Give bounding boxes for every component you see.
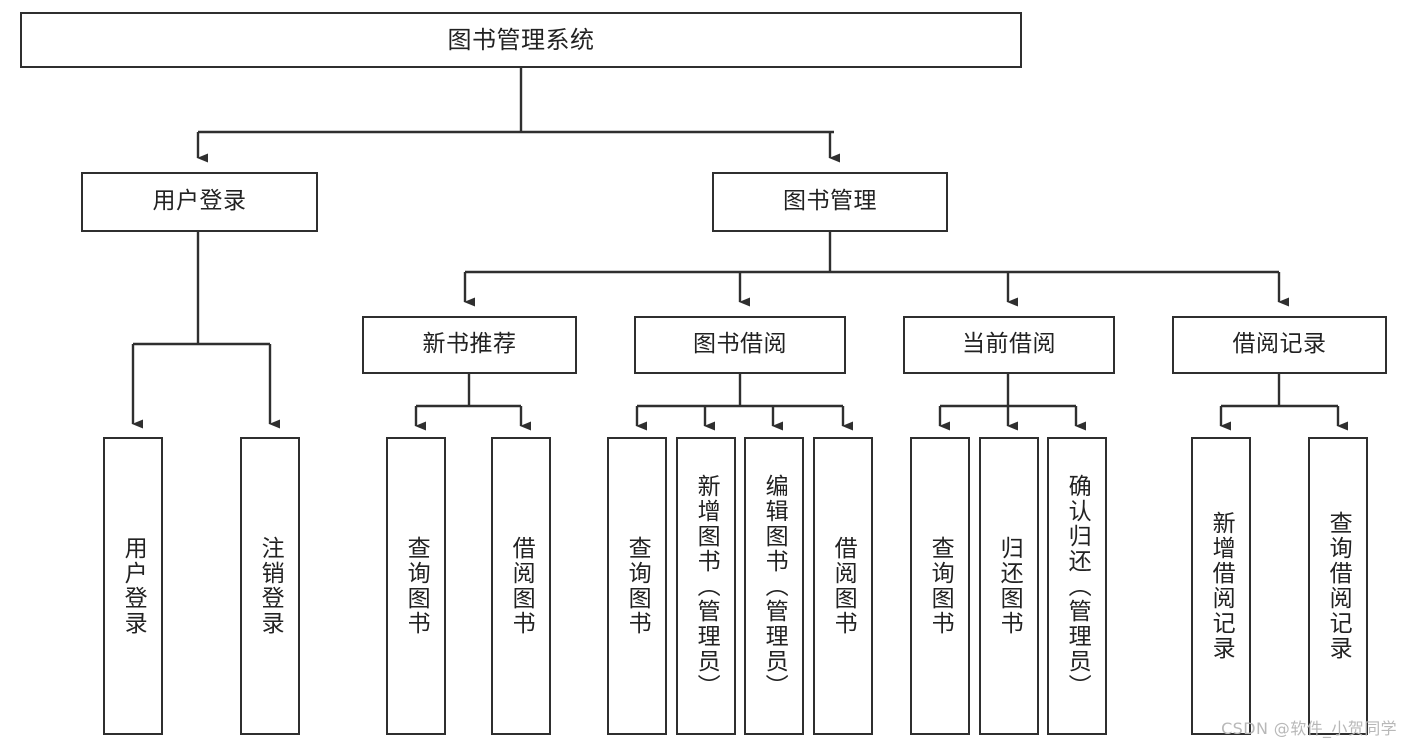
node-current-borrow[interactable]: 当前借阅 xyxy=(903,316,1115,374)
leaf-query-book-recommend[interactable]: 查询图书 xyxy=(386,437,446,735)
node-user-login[interactable]: 用户登录 xyxy=(81,172,318,232)
leaf-add-borrow-record[interactable]: 新增借阅记录 xyxy=(1191,437,1251,735)
node-label: 归还图书 xyxy=(996,536,1023,636)
node-label: 查询图书 xyxy=(403,536,430,636)
node-label: 新书推荐 xyxy=(422,331,517,358)
node-new-book-recommend[interactable]: 新书推荐 xyxy=(362,316,577,374)
node-label: 查询借阅记录 xyxy=(1325,511,1352,661)
leaf-borrow-book-recommend[interactable]: 借阅图书 xyxy=(491,437,551,735)
node-label: 查询图书 xyxy=(624,536,651,636)
node-label: 当前借阅 xyxy=(962,331,1056,358)
leaf-add-book-admin[interactable]: 新增图书（管理员） xyxy=(676,437,736,735)
node-label: 图书借阅 xyxy=(693,331,787,358)
node-book-borrow[interactable]: 图书借阅 xyxy=(634,316,846,374)
csdn-watermark: CSDN @软件_小贺同学 xyxy=(1221,719,1397,738)
leaf-confirm-return-admin[interactable]: 确认归还（管理员） xyxy=(1047,437,1107,735)
node-label: 确认归还（管理员） xyxy=(1064,473,1091,699)
node-label: 用户登录 xyxy=(152,188,247,215)
node-label: 用户登录 xyxy=(120,536,147,636)
leaf-borrow-book[interactable]: 借阅图书 xyxy=(813,437,873,735)
node-label: 借阅记录 xyxy=(1232,331,1327,358)
node-book-management[interactable]: 图书管理 xyxy=(712,172,948,232)
node-label: 编辑图书（管理员） xyxy=(761,473,788,699)
leaf-logout[interactable]: 注销登录 xyxy=(240,437,300,735)
leaf-query-book-borrow[interactable]: 查询图书 xyxy=(607,437,667,735)
node-label: 新增借阅记录 xyxy=(1208,511,1235,661)
leaf-edit-book-admin[interactable]: 编辑图书（管理员） xyxy=(744,437,804,735)
node-label: 新增图书（管理员） xyxy=(693,473,720,699)
leaf-return-book[interactable]: 归还图书 xyxy=(979,437,1039,735)
leaf-user-login[interactable]: 用户登录 xyxy=(103,437,163,735)
node-label: 图书管理系统 xyxy=(447,25,595,54)
node-borrow-record[interactable]: 借阅记录 xyxy=(1172,316,1387,374)
node-root-book-management-system[interactable]: 图书管理系统 xyxy=(20,12,1022,68)
node-label: 注销登录 xyxy=(257,536,284,636)
leaf-query-book-current[interactable]: 查询图书 xyxy=(910,437,970,735)
node-label: 借阅图书 xyxy=(830,536,857,636)
node-label: 查询图书 xyxy=(927,536,954,636)
node-label: 图书管理 xyxy=(783,188,877,215)
node-label: 借阅图书 xyxy=(508,536,535,636)
leaf-query-borrow-record[interactable]: 查询借阅记录 xyxy=(1308,437,1368,735)
